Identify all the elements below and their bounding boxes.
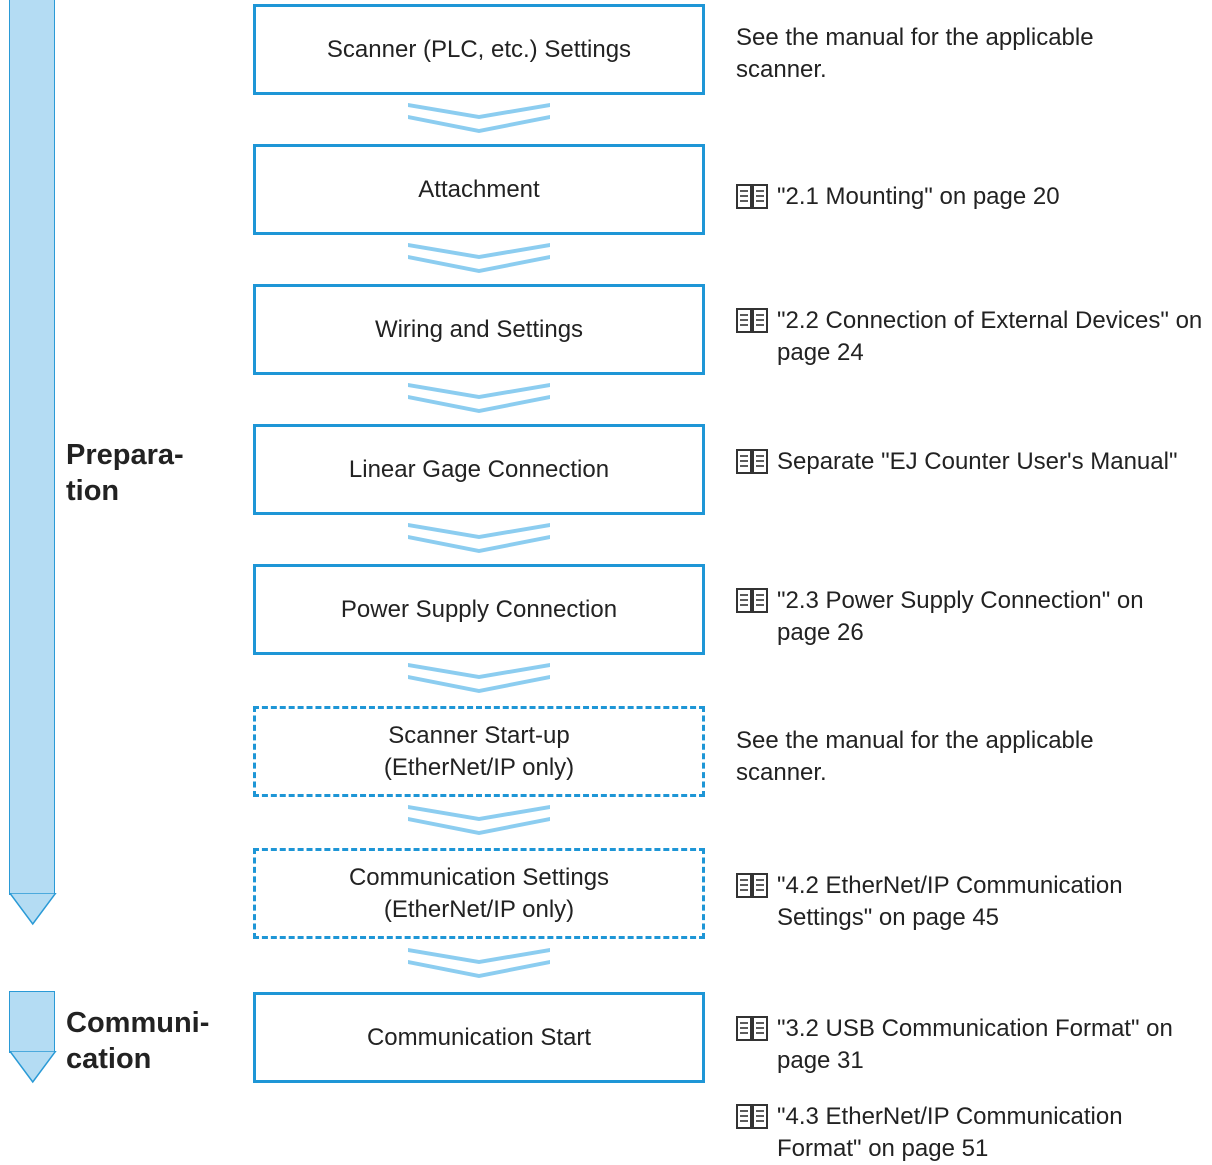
book-icon bbox=[736, 1104, 768, 1129]
flow-arrow bbox=[408, 948, 550, 978]
reference-text: See the manual for the applicable scanne… bbox=[736, 727, 1094, 786]
reference-scanner-manual-startup: See the manual for the applicable scanne… bbox=[736, 725, 1206, 789]
book-icon bbox=[736, 588, 768, 613]
flow-arrow bbox=[408, 103, 550, 133]
reference-scanner-manual: See the manual for the applicable scanne… bbox=[736, 22, 1206, 86]
reference-link[interactable]: "2.2 Connection of External Devices" on … bbox=[777, 307, 1203, 366]
reference-ej-counter-manual[interactable]: Separate "EJ Counter User's Manual" bbox=[736, 446, 1206, 478]
reference-external-devices[interactable]: "2.2 Connection of External Devices" on … bbox=[736, 305, 1206, 369]
step-title: Communication Start bbox=[366, 1023, 592, 1051]
book-icon bbox=[736, 308, 768, 333]
step-title: Linear Gage Connection bbox=[348, 455, 610, 483]
flow-arrow bbox=[408, 383, 550, 413]
step-title: Communication Settings bbox=[348, 863, 610, 891]
phase-label-preparation: Prepara- tion bbox=[66, 437, 246, 509]
phase-band-communication-arrowhead bbox=[9, 1051, 57, 1084]
flow-arrow bbox=[408, 663, 550, 693]
step-scanner-settings: Scanner (PLC, etc.) Settings bbox=[253, 4, 705, 95]
step-scanner-start-up: Scanner Start-up (EtherNet/IP only) bbox=[253, 706, 705, 797]
step-wiring-and-settings: Wiring and Settings bbox=[253, 284, 705, 375]
phase-label-line: Communi- bbox=[66, 1007, 210, 1039]
step-title: Power Supply Connection bbox=[340, 595, 618, 623]
phase-band-preparation bbox=[9, 0, 55, 895]
book-icon bbox=[736, 449, 768, 474]
reference-link[interactable]: "2.3 Power Supply Connection" on page 26 bbox=[777, 587, 1144, 646]
reference-ethernet-format[interactable]: "4.3 EtherNet/IP Communication Format" o… bbox=[736, 1101, 1206, 1165]
reference-link[interactable]: "4.3 EtherNet/IP Communication Format" o… bbox=[777, 1103, 1123, 1162]
step-communication-start: Communication Start bbox=[253, 992, 705, 1083]
step-subtitle: (EtherNet/IP only) bbox=[383, 895, 575, 923]
reference-ethernet-settings[interactable]: "4.2 EtherNet/IP Communication Settings"… bbox=[736, 870, 1206, 934]
step-communication-settings: Communication Settings (EtherNet/IP only… bbox=[253, 848, 705, 939]
phase-label-communication: Communi- cation bbox=[66, 1005, 246, 1077]
step-title: Wiring and Settings bbox=[374, 315, 584, 343]
flow-arrow bbox=[408, 805, 550, 835]
step-title: Attachment bbox=[418, 175, 540, 203]
reference-link[interactable]: "2.1 Mounting" on page 20 bbox=[777, 183, 1060, 210]
reference-link[interactable]: "4.2 EtherNet/IP Communication Settings"… bbox=[777, 872, 1123, 931]
reference-mounting[interactable]: "2.1 Mounting" on page 20 bbox=[736, 181, 1206, 213]
step-attachment: Attachment bbox=[253, 144, 705, 235]
phase-label-line: Prepara- bbox=[66, 439, 184, 471]
phase-label-line: tion bbox=[66, 475, 120, 507]
reference-link[interactable]: "3.2 USB Communication Format" on page 3… bbox=[777, 1015, 1173, 1074]
reference-link[interactable]: Separate "EJ Counter User's Manual" bbox=[777, 448, 1178, 475]
phase-label-line: cation bbox=[66, 1043, 152, 1075]
step-power-supply-connection: Power Supply Connection bbox=[253, 564, 705, 655]
step-subtitle: (EtherNet/IP only) bbox=[383, 753, 575, 781]
reference-usb-format[interactable]: "3.2 USB Communication Format" on page 3… bbox=[736, 1013, 1206, 1077]
phase-band-communication bbox=[9, 991, 55, 1053]
step-linear-gage-connection: Linear Gage Connection bbox=[253, 424, 705, 515]
reference-power-supply[interactable]: "2.3 Power Supply Connection" on page 26 bbox=[736, 585, 1206, 649]
book-icon bbox=[736, 873, 768, 898]
flow-arrow bbox=[408, 523, 550, 553]
phase-band-preparation-arrowhead bbox=[9, 893, 57, 926]
flow-arrow bbox=[408, 243, 550, 273]
book-icon bbox=[736, 1016, 768, 1041]
reference-text: See the manual for the applicable scanne… bbox=[736, 24, 1094, 83]
step-title: Scanner (PLC, etc.) Settings bbox=[326, 35, 632, 63]
book-icon bbox=[736, 184, 768, 209]
step-title: Scanner Start-up bbox=[388, 721, 570, 749]
